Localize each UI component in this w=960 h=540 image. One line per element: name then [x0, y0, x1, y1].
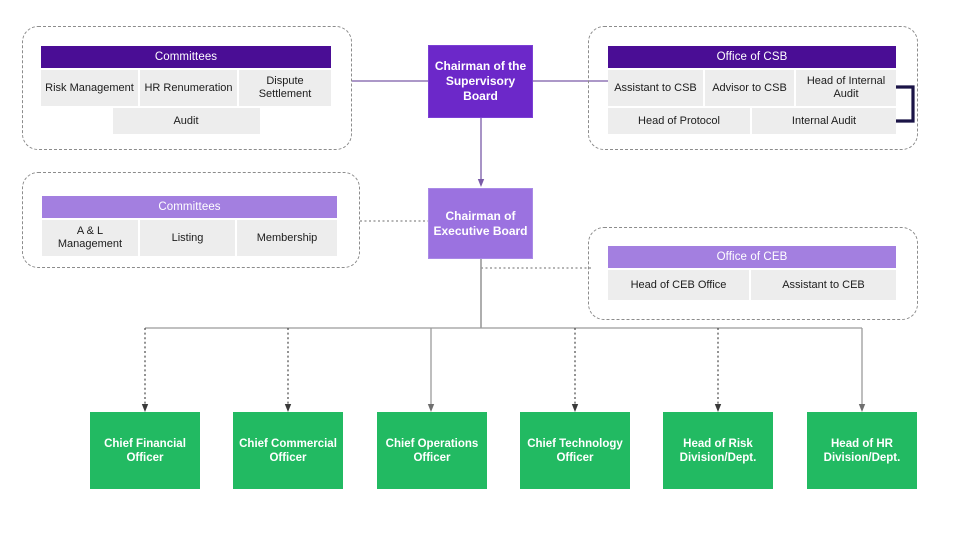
leaf-chief-operations-officer[interactable]: Chief Operations Officer — [377, 412, 487, 489]
leaf-chief-technology-officer[interactable]: Chief Technology Officer — [520, 412, 630, 489]
cell-listing[interactable]: Listing — [140, 220, 235, 256]
cell-hr-renumeration[interactable]: HR Renumeration — [140, 70, 237, 106]
cell-assistant-to-ceb[interactable]: Assistant to CEB — [751, 270, 896, 300]
cell-membership[interactable]: Membership — [237, 220, 337, 256]
node-chairman-of-executive-board[interactable]: Chairman of Executive Board — [428, 188, 533, 259]
cell-risk-management[interactable]: Risk Management — [41, 70, 138, 106]
office-of-ceb-header: Office of CEB — [608, 246, 896, 268]
office-of-csb-row-2: Head of Protocol Internal Audit — [608, 108, 896, 134]
cell-audit[interactable]: Audit — [112, 108, 260, 134]
executive-committees-header: Committees — [42, 196, 337, 218]
cell-advisor-to-csb[interactable]: Advisor to CSB — [705, 70, 794, 106]
panel-office-of-csb: Office of CSB Assistant to CSB Advisor t… — [608, 46, 896, 134]
group-supervisory-committees — [22, 26, 352, 150]
group-executive-committees — [22, 172, 360, 268]
cell-al-management[interactable]: A & L Management — [42, 220, 138, 256]
office-of-csb-header: Office of CSB — [608, 46, 896, 68]
cell-head-of-internal-audit[interactable]: Head of Internal Audit — [796, 70, 896, 106]
leaf-chief-financial-officer[interactable]: Chief Financial Officer — [90, 412, 200, 489]
leaf-chief-commercial-officer[interactable]: Chief Commercial Officer — [233, 412, 343, 489]
office-of-ceb-row-1: Head of CEB Office Assistant to CEB — [608, 270, 896, 300]
office-of-csb-row-1: Assistant to CSB Advisor to CSB Head of … — [608, 70, 896, 106]
panel-supervisory-committees: Committees Risk Management HR Renumerati… — [41, 46, 331, 134]
supervisory-committees-row-2: Audit — [41, 108, 331, 134]
cell-assistant-to-csb[interactable]: Assistant to CSB — [608, 70, 703, 106]
supervisory-committees-header: Committees — [41, 46, 331, 68]
supervisory-committees-row-1: Risk Management HR Renumeration Dispute … — [41, 70, 331, 106]
cell-internal-audit[interactable]: Internal Audit — [752, 108, 896, 134]
panel-executive-committees: Committees A & L Management Listing Memb… — [42, 196, 337, 256]
cell-head-of-ceb-office[interactable]: Head of CEB Office — [608, 270, 749, 300]
group-office-of-ceb — [588, 227, 918, 320]
executive-committees-row-1: A & L Management Listing Membership — [42, 220, 337, 256]
node-chairman-of-supervisory-board[interactable]: Chairman of the Supervisory Board — [428, 45, 533, 118]
cell-dispute-settlement[interactable]: Dispute Settlement — [239, 70, 331, 106]
cell-head-of-protocol[interactable]: Head of Protocol — [608, 108, 750, 134]
leaf-head-of-risk-division[interactable]: Head of Risk Division/Dept. — [663, 412, 773, 489]
leaf-head-of-hr-division[interactable]: Head of HR Division/Dept. — [807, 412, 917, 489]
group-office-of-csb — [588, 26, 918, 150]
panel-office-of-ceb: Office of CEB Head of CEB Office Assista… — [608, 246, 896, 300]
